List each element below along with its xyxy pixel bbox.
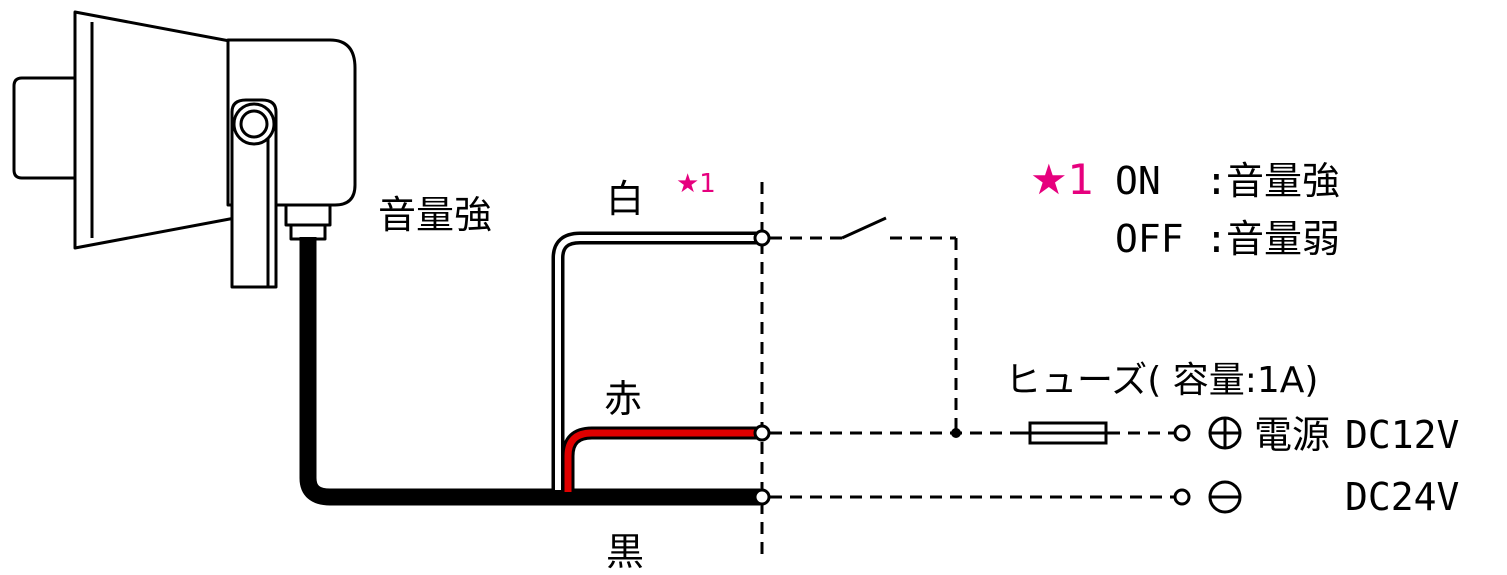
note-off-value: 音量弱 bbox=[1226, 217, 1340, 261]
note-star: ★1 bbox=[1030, 155, 1094, 204]
wire-black-label: 黒 bbox=[606, 530, 644, 574]
white-wire bbox=[555, 235, 758, 490]
power-label: 電源 bbox=[1254, 413, 1330, 457]
horn-speaker-icon bbox=[12, 10, 357, 289]
terminal-white bbox=[753, 229, 771, 247]
note-off-key: OFF bbox=[1115, 217, 1184, 261]
external-wiring bbox=[770, 236, 1175, 499]
plus-icon bbox=[1208, 416, 1242, 450]
red-wire bbox=[564, 429, 758, 492]
star-ref-label: ★1 bbox=[676, 169, 716, 199]
volume-high-label: 音量強 bbox=[378, 193, 492, 237]
wire-white-label: 白 bbox=[606, 177, 644, 221]
dc24-label: DC24V bbox=[1345, 475, 1459, 519]
note-off-colon: : bbox=[1205, 217, 1228, 261]
fuse-label: ヒューズ( 容量:1A) bbox=[1005, 360, 1318, 401]
note-on-value: 音量強 bbox=[1226, 159, 1340, 203]
black-wire bbox=[299, 237, 760, 506]
white-wire-outline bbox=[551, 231, 760, 490]
red-wire-outline bbox=[561, 426, 760, 492]
switch-icon bbox=[841, 216, 887, 240]
wire-red-label: 赤 bbox=[604, 377, 642, 421]
terminal-red bbox=[753, 424, 771, 442]
dc12-label: DC12V bbox=[1345, 413, 1459, 457]
power-terminal-minus bbox=[1173, 488, 1191, 506]
terminal-black bbox=[753, 488, 771, 506]
junction-dot bbox=[951, 428, 961, 438]
note-on-colon: : bbox=[1205, 159, 1228, 203]
power-terminal-plus bbox=[1173, 424, 1191, 442]
minus-icon bbox=[1208, 480, 1242, 514]
note-on-key: ON bbox=[1115, 159, 1161, 203]
